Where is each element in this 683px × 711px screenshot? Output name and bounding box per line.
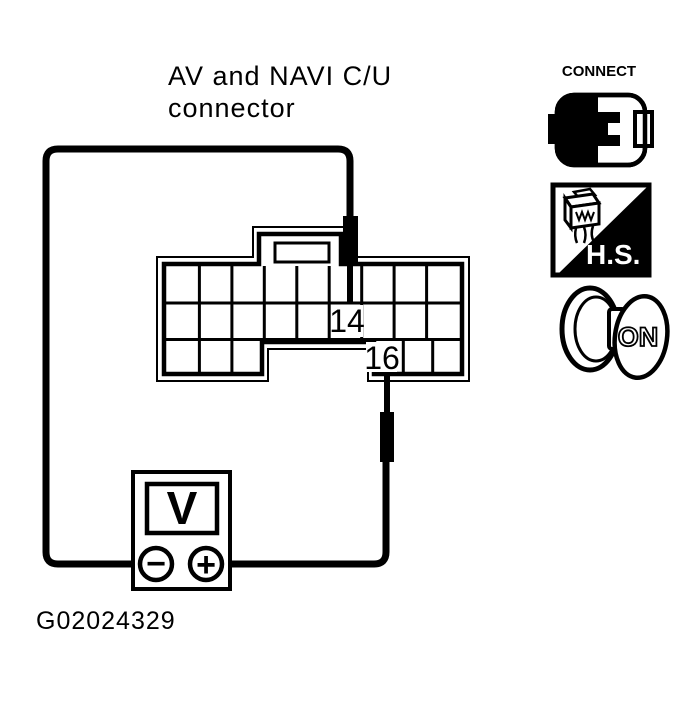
ignition-on-icon: ON (559, 285, 670, 381)
pin-16-label-backing (366, 342, 397, 372)
figure-title-line1: AV and NAVI C/U (168, 61, 393, 91)
negative-terminal (137, 545, 175, 583)
ignition-on-badge: ON (545, 285, 675, 393)
ignition-on-label: ON (618, 322, 659, 352)
harness-side-badge: H.S. (550, 182, 652, 278)
pin-14-label: 14 (329, 303, 365, 339)
positive-terminal-sign: + (196, 546, 216, 584)
figure-title: AV and NAVI C/U connector (168, 60, 392, 124)
negative-terminal-sign: − (146, 545, 166, 583)
voltmeter-v-label: V (167, 482, 198, 534)
figure-id: G02024329 (36, 607, 176, 635)
voltmeter-display (144, 481, 220, 536)
positive-probe-body (380, 412, 394, 462)
negative-probe-body (343, 216, 358, 266)
harness-side-label: H.S. (586, 239, 640, 270)
connector-grid-horizontals (164, 301, 462, 341)
connector-latch-slot (273, 241, 331, 264)
pin-16-label: 16 (364, 340, 400, 376)
negative-lead-wire (42, 145, 354, 568)
negative-probe-tip (347, 266, 353, 303)
harness-side-icon: H.S. (550, 182, 652, 278)
connector-grid-bottom-row-verticals (197, 340, 435, 372)
connector-mated-icon (548, 92, 654, 168)
positive-probe-tip (384, 376, 390, 414)
positive-lead-wire (222, 458, 390, 568)
connector-mated-badge (546, 88, 656, 170)
positive-terminal (187, 545, 225, 583)
harness-connector-glyph (562, 187, 602, 244)
connect-caption: CONNECT (561, 63, 637, 80)
pin-14-label-backing (332, 305, 363, 337)
figure-title-line2: connector (168, 93, 296, 123)
